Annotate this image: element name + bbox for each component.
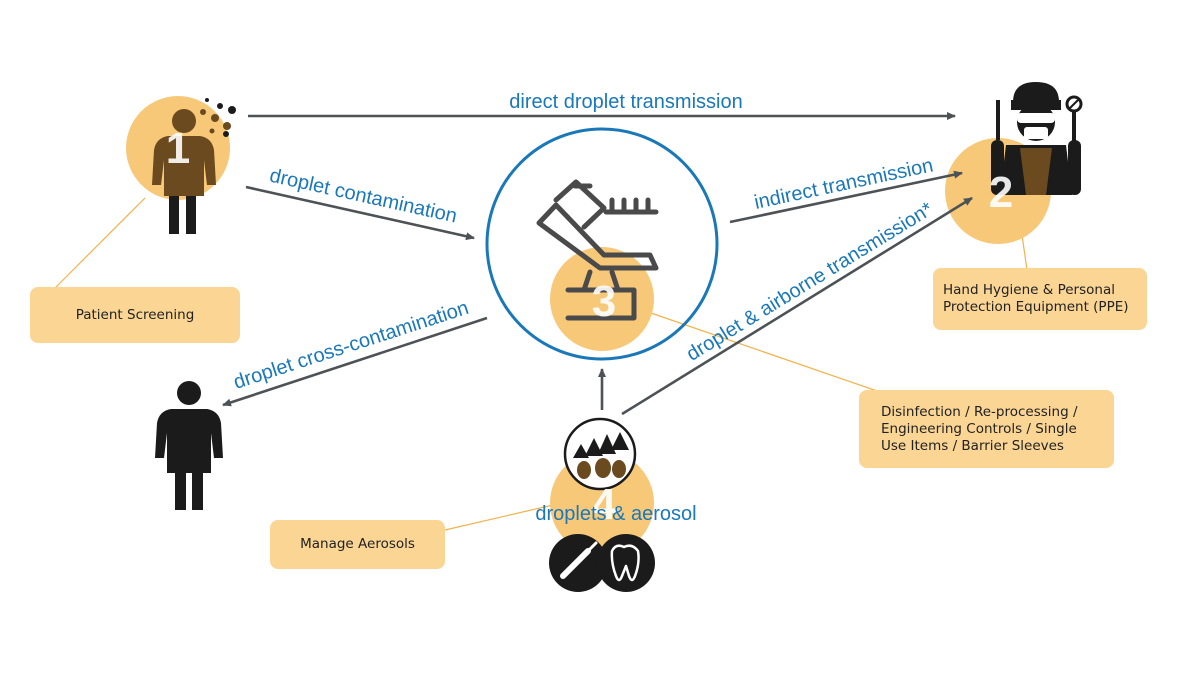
step-number-1: 1 [166, 124, 190, 173]
label-airborne-transmission: droplet & airborne transmission* [683, 198, 937, 366]
box-disinfection: Disinfection / Re-processing / Engineeri… [859, 390, 1114, 468]
sick-patient-icon [152, 98, 236, 234]
handpiece-icon [549, 534, 607, 592]
box-disinfection-text: Disinfection / Re-processing / Engineeri… [881, 403, 1078, 454]
label-direct-transmission: direct droplet transmission [509, 91, 742, 113]
central-ring [485, 127, 719, 361]
label-droplet-contamination: droplet contamination [268, 165, 459, 228]
aerosol-droplets-icon [563, 417, 637, 491]
arrow-airborne [621, 196, 973, 416]
box-patient-screening-text: Patient Screening [75, 306, 195, 323]
person-icon [155, 381, 223, 510]
connector-disinfection [647, 311, 881, 393]
arrow-contamination [245, 185, 475, 241]
dental-chair-icon [536, 179, 659, 321]
connector-ppe [1021, 234, 1028, 271]
box-manage-aerosols-text: Manage Aerosols [300, 536, 415, 552]
step-number-3: 3 [592, 277, 616, 326]
label-cross-contamination: droplet cross-contamination [231, 297, 471, 394]
connector-screening [54, 197, 146, 289]
box-manage-aerosols: Manage Aerosols [270, 520, 445, 569]
step-number-2: 2 [989, 168, 1013, 217]
dentist-icon [991, 82, 1083, 195]
box-ppe-text: Hand Hygiene & Personal Protection Equip… [943, 282, 1129, 315]
step-circle-3 [550, 247, 654, 351]
label-droplets-aerosol: droplets & aerosol [535, 503, 696, 525]
box-patient-screening: Patient Screening [30, 287, 240, 343]
connector-aerosols [444, 504, 554, 531]
arrow-cross [222, 316, 488, 407]
arrow-indirect [729, 170, 963, 224]
step-number-4: 4 [592, 480, 617, 529]
box-ppe: Hand Hygiene & Personal Protection Equip… [933, 268, 1147, 330]
tooth-icon [597, 534, 655, 592]
